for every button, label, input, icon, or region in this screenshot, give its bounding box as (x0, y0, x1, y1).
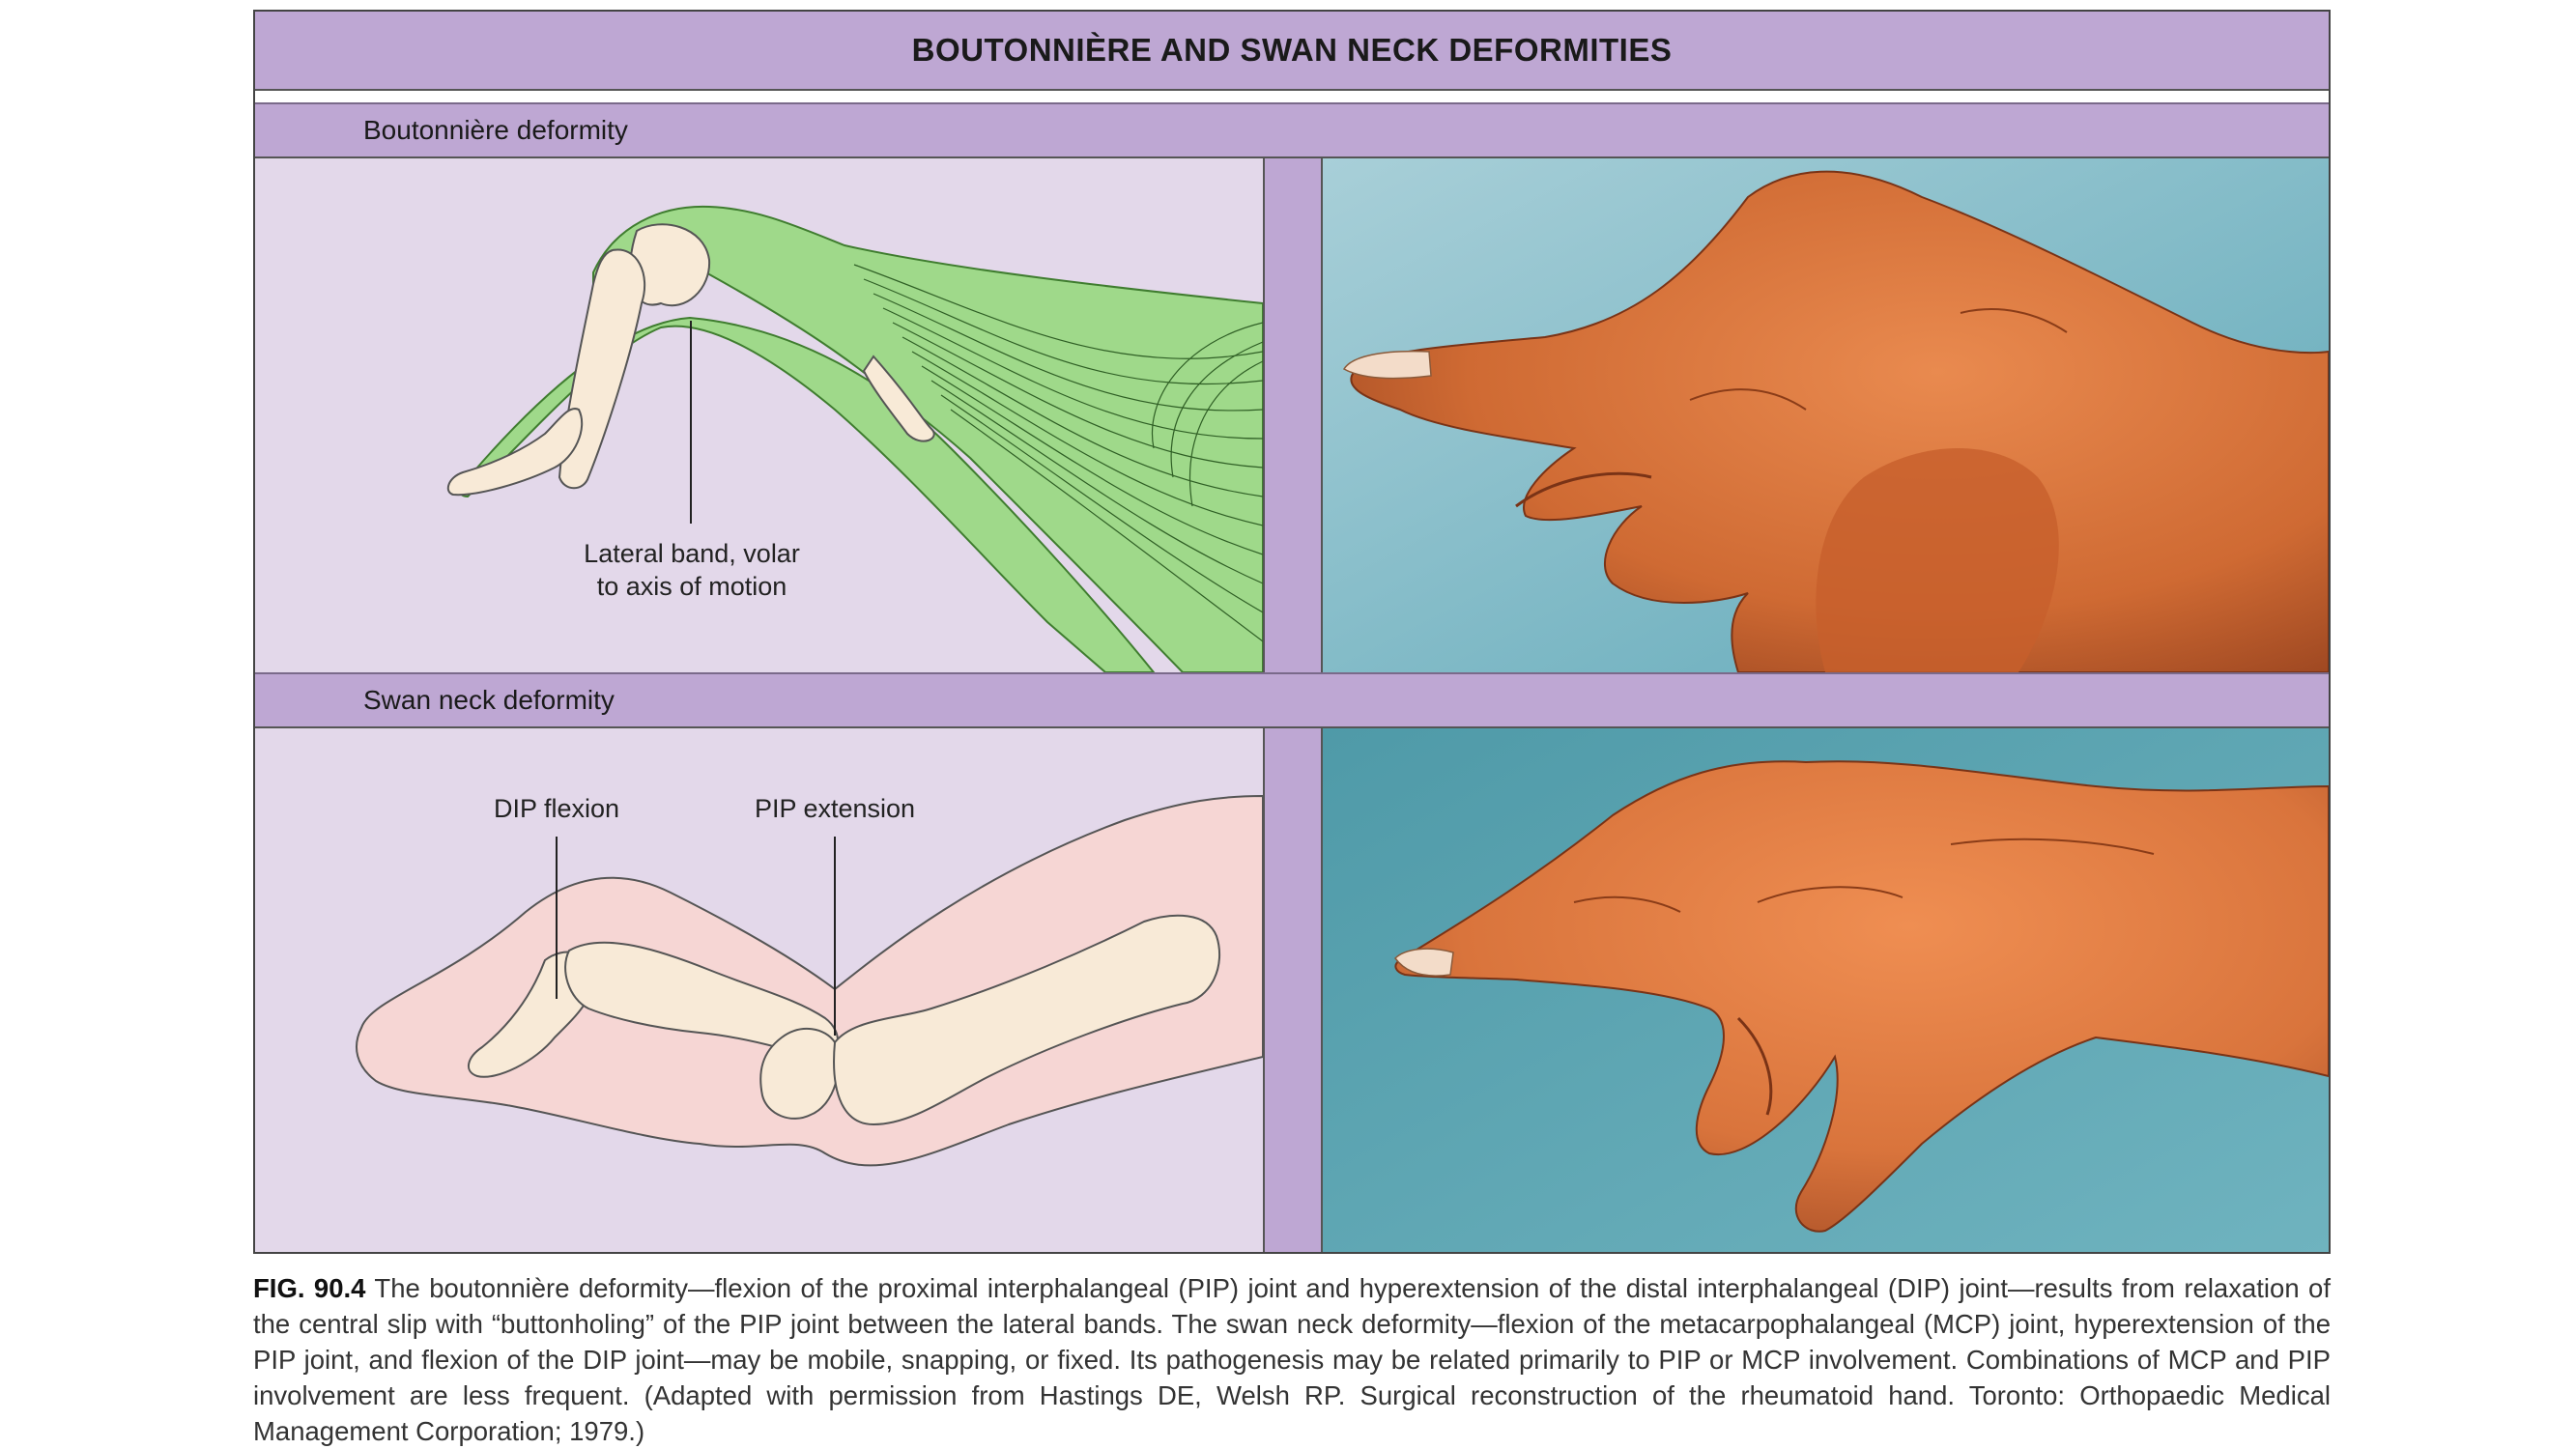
dip-flexion-label: DIP flexion (493, 794, 620, 823)
swan-neck-divider (1263, 728, 1323, 1252)
boutonniere-heading: Boutonnière deformity (363, 115, 628, 145)
title-gap (255, 91, 2329, 102)
figure-caption: FIG. 90.4 The boutonnière deformity—flex… (253, 1270, 2331, 1449)
boutonniere-divider (1263, 158, 1323, 672)
swan-neck-photo (1323, 728, 2329, 1252)
finger-bones (446, 223, 935, 497)
swan-neck-diagram (356, 794, 1263, 1167)
boutonniere-heading-bar: Boutonnière deformity (255, 102, 2329, 158)
figure-number: FIG. 90.4 (253, 1273, 366, 1303)
boutonniere-illustration: Lateral band, volar to axis of motion (255, 158, 1263, 672)
figure-panel: BOUTONNIÈRE AND SWAN NECK DEFORMITIES Bo… (253, 10, 2331, 1254)
swan-neck-hand-photo (1323, 728, 2329, 1252)
lateral-band-label: Lateral band, volar to axis of motion (576, 537, 808, 603)
lateral-band-label-line-1: Lateral band, volar (584, 539, 800, 568)
caption-text: The boutonnière deformity—flexion of the… (253, 1273, 2331, 1446)
swan-neck-heading: Swan neck deformity (363, 685, 615, 715)
figure-title-bar: BOUTONNIÈRE AND SWAN NECK DEFORMITIES (255, 12, 2329, 91)
tendon-fibers (853, 264, 1263, 642)
boutonniere-diagram (446, 205, 1263, 672)
swan-neck-illustration: DIP flexion PIP extension (255, 728, 1263, 1252)
swan-neck-heading-bar: Swan neck deformity (255, 672, 2329, 728)
swan-neck-bones (468, 914, 1221, 1126)
finger-outline (356, 794, 1263, 1167)
figure-title: BOUTONNIÈRE AND SWAN NECK DEFORMITIES (911, 32, 1673, 68)
pip-extension-label: PIP extension (754, 794, 916, 823)
lateral-band-label-line-2: to axis of motion (596, 572, 787, 601)
boutonniere-photo (1323, 158, 2329, 672)
boutonniere-hand-photo (1323, 158, 2329, 672)
